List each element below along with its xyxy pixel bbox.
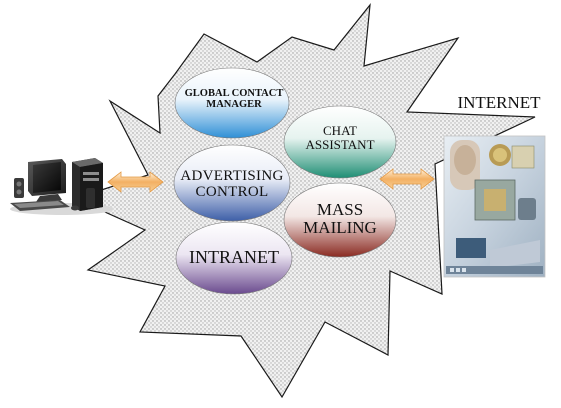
left-double-arrow [107,171,164,193]
desktop-computer-icon [10,158,114,215]
chat-assistant-node[interactable] [283,105,397,179]
intranet-node[interactable] [175,221,293,295]
global-contact-manager-node[interactable] [174,67,290,139]
internet-webpage-image [443,135,546,278]
advertising-control-node[interactable] [173,144,291,222]
right-double-arrow [379,168,435,190]
mass-mailing-node[interactable] [283,182,397,258]
